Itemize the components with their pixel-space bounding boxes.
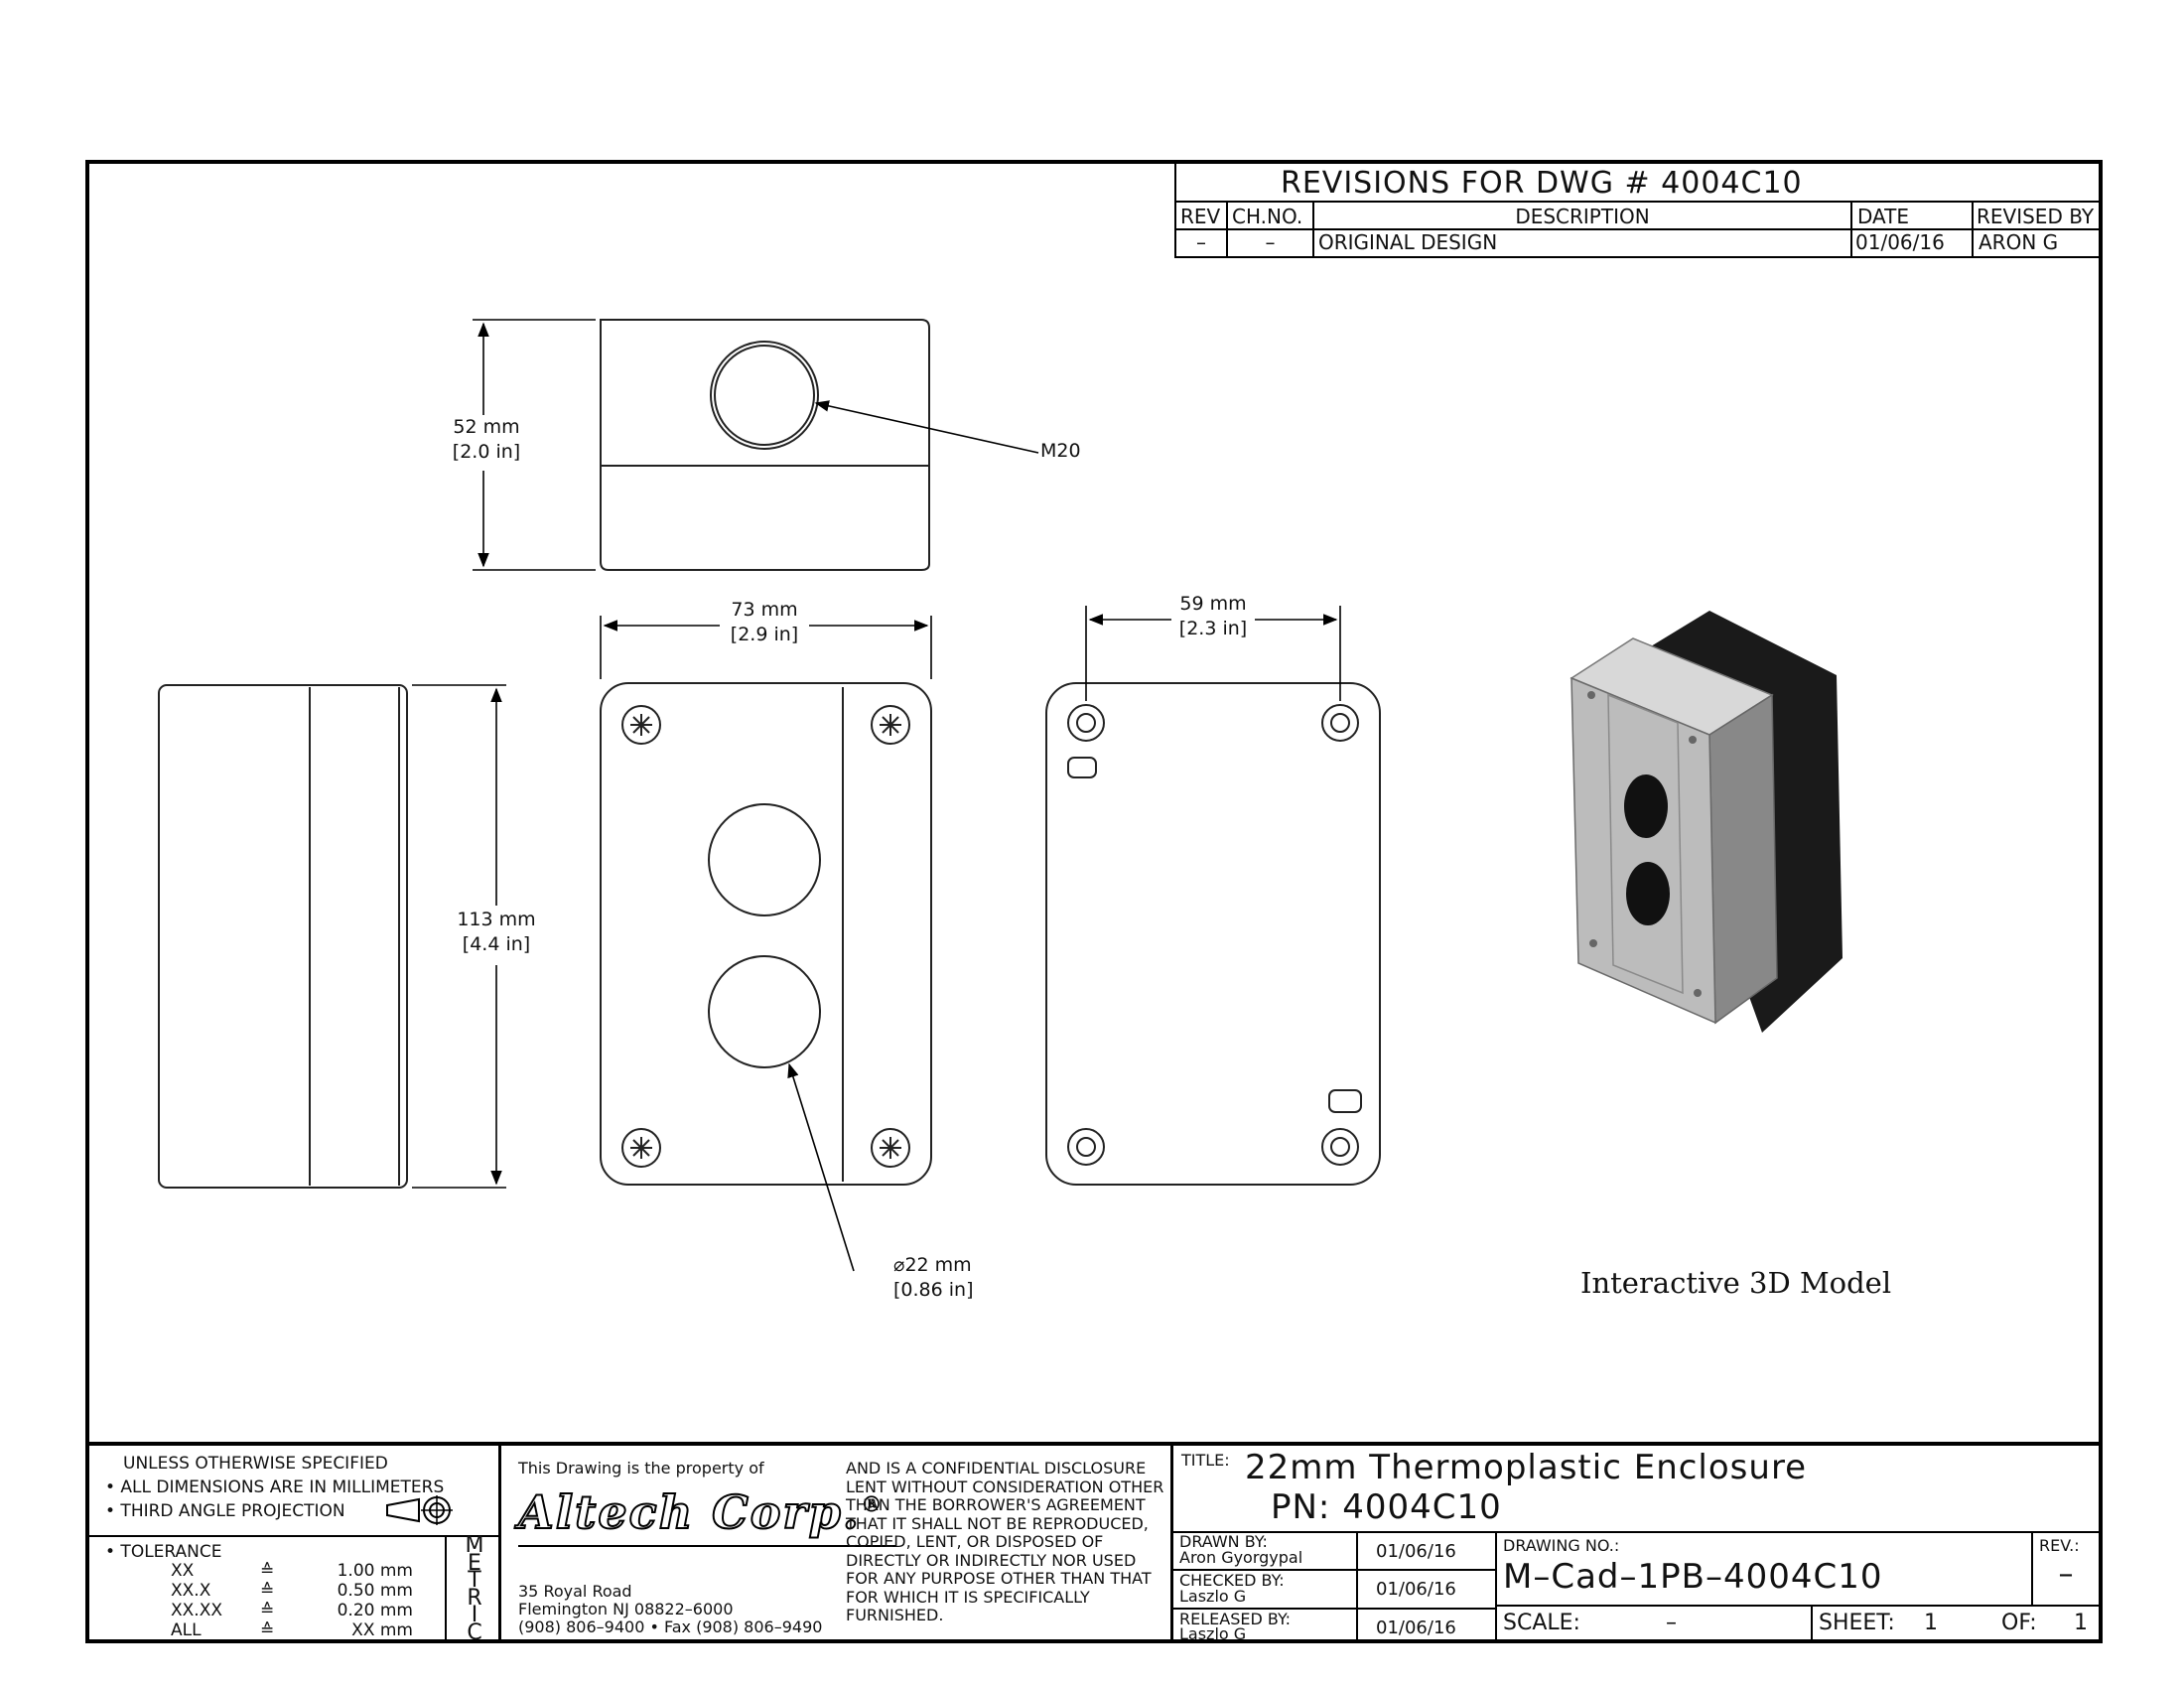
notes-line1: UNLESS OTHERWISE SPECIFIED	[123, 1454, 388, 1474]
revision-title: REVISIONS FOR DWG # 4004C10	[1176, 163, 2101, 203]
rev-label: REV.:	[2039, 1536, 2080, 1555]
tolerance-label: • TOLERANCE	[105, 1542, 222, 1562]
revised-by-header: REVISED BY	[1977, 205, 2095, 228]
width-dimension: 73 mm [2.9 in]	[730, 599, 799, 645]
part-number: PN: 4004C10	[1271, 1487, 1502, 1527]
title-label: TITLE:	[1181, 1451, 1230, 1470]
drawn-by-label: DRAWN BY:	[1179, 1532, 1268, 1551]
length-dimension: 113 mm [4.4 in]	[447, 908, 546, 957]
property-text: This Drawing is the property of	[518, 1459, 764, 1477]
released-date: 01/06/16	[1376, 1618, 1456, 1638]
technical-drawing	[158, 319, 1843, 1272]
drawing-no-label: DRAWING NO.:	[1503, 1536, 1620, 1555]
side-view	[158, 684, 408, 1189]
of-value: 1	[2074, 1611, 2088, 1635]
interactive-3d-model-link[interactable]: Interactive 3D Model	[1580, 1266, 1892, 1300]
hole-diameter-dimension: ⌀22 mm [0.86 in]	[893, 1254, 974, 1301]
front-view	[600, 682, 932, 1186]
third-angle-projection-icon	[386, 1495, 453, 1525]
drawn-by: Aron Gyorgypal	[1179, 1548, 1303, 1567]
revision-table: REVISIONS FOR DWG # 4004C10 REV CH.NO. D…	[1174, 163, 2101, 258]
rev-header: REV	[1180, 205, 1221, 228]
enclosure-3d-model	[1570, 611, 1843, 1033]
title-block: UNLESS OTHERWISE SPECIFIED • ALL DIMENSI…	[85, 1442, 2103, 1643]
of-label: OF:	[2001, 1611, 2037, 1635]
sheet-value: 1	[1924, 1611, 1938, 1635]
chno-value: –	[1265, 230, 1276, 254]
scale-label: SCALE:	[1503, 1611, 1580, 1635]
revised-by-value: ARON G	[1979, 230, 2059, 254]
date-header: DATE	[1857, 205, 1910, 228]
drawing-frame	[85, 160, 2103, 1643]
top-view	[600, 319, 930, 571]
drawn-date: 01/06/16	[1376, 1541, 1456, 1562]
sheet-label: SHEET:	[1819, 1611, 1895, 1635]
rev-value: –	[1196, 230, 1206, 254]
checked-date: 01/06/16	[1376, 1579, 1456, 1600]
address-line1: 35 Royal Road	[518, 1582, 632, 1601]
scale-value: –	[1666, 1611, 1677, 1635]
released-by-label: RELEASED BY:	[1179, 1610, 1292, 1628]
checked-by: Laszlo G	[1179, 1587, 1247, 1606]
address-line2: Flemington NJ 08822–6000	[518, 1600, 734, 1618]
released-by: Laszlo G	[1179, 1624, 1247, 1643]
drawing-number: M–Cad–1PB–4004C10	[1503, 1557, 1883, 1597]
hole-spacing-dimension: 59 mm [2.3 in]	[1178, 593, 1248, 639]
chno-header: CH.NO.	[1232, 205, 1303, 228]
phone-fax: (908) 806–9400 • Fax (908) 806–9490	[518, 1618, 823, 1636]
date-value: 01/06/16	[1855, 230, 1945, 254]
description-header: DESCRIPTION	[1515, 205, 1650, 228]
notes-line3: • THIRD ANGLE PROJECTION	[105, 1501, 345, 1521]
notes-line2: • ALL DIMENSIONS ARE IN MILLIMETERS	[105, 1477, 445, 1497]
checked-by-label: CHECKED BY:	[1179, 1571, 1285, 1590]
height-dimension: 52 mm [2.0 in]	[442, 415, 531, 465]
description-value: ORIGINAL DESIGN	[1318, 230, 1498, 254]
altech-logo: Altech Corp.®	[517, 1484, 885, 1540]
back-view	[1045, 682, 1381, 1186]
tolerance-table: XX≙1.00 mm XX.X≙0.50 mm XX.XX≙0.20 mm AL…	[171, 1561, 413, 1640]
drawing-title: 22mm Thermoplastic Enclosure	[1245, 1448, 1808, 1487]
rev-value: –	[2058, 1557, 2074, 1592]
thread-label: M20	[1040, 440, 1081, 462]
